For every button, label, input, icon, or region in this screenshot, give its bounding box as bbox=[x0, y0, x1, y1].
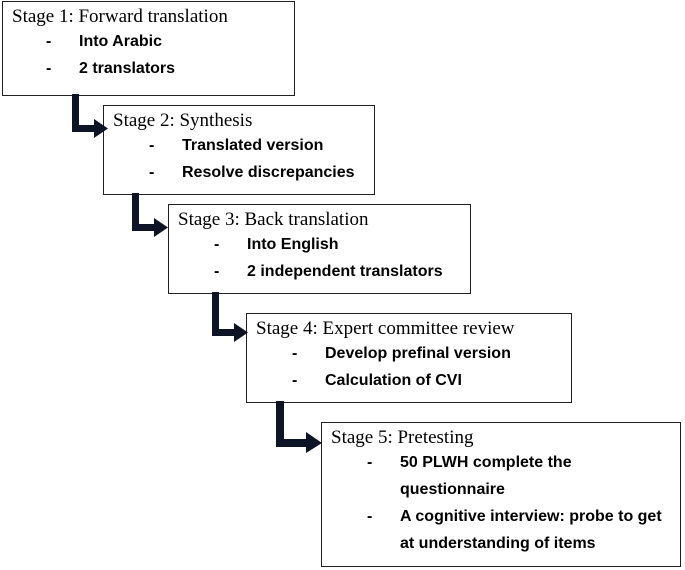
bullet-dash-icon: - bbox=[149, 164, 155, 181]
bullet-text: Into Arabic bbox=[79, 33, 162, 50]
stage-2-bullet-list: - Translated version - Resolve discrepan… bbox=[104, 132, 374, 186]
bullet-dash-icon: - bbox=[46, 33, 52, 50]
bullet-text: 2 independent translators bbox=[247, 263, 443, 280]
stage-2-title: Stage 2: Synthesis bbox=[113, 110, 253, 131]
stage-1-bullet-item: - 2 translators bbox=[3, 55, 294, 82]
stage-5-bullet-list: - 50 PLWH complete the questionnaire - A… bbox=[322, 449, 680, 557]
bullet-text: Translated version bbox=[182, 137, 324, 154]
bullet-dash-icon: - bbox=[292, 372, 298, 389]
bullet-text: 2 translators bbox=[79, 60, 176, 77]
bullet-text: Calculation of CVI bbox=[325, 372, 462, 389]
stage-box-1[interactable]: Stage 1: Forward translation - Into Arab… bbox=[2, 1, 295, 96]
stage-2-bullet-item: - Resolve discrepancies bbox=[104, 159, 374, 186]
stage-4-bullet-list: - Develop prefinal version - Calculation… bbox=[247, 340, 571, 394]
bullet-dash-icon: - bbox=[367, 508, 373, 525]
connector-stage-3-to-stage-4 bbox=[208, 292, 250, 342]
stage-2-bullet-item: - Translated version bbox=[104, 132, 374, 159]
stage-4-bullet-item: - Calculation of CVI bbox=[247, 367, 571, 394]
connector-stage-4-to-stage-5 bbox=[272, 401, 324, 453]
bullet-dash-icon: - bbox=[367, 454, 373, 471]
connector-stage-2-to-stage-3 bbox=[128, 193, 170, 237]
bullet-dash-icon: - bbox=[292, 345, 298, 362]
stage-5-bullet-item: - A cognitive interview: probe to get at… bbox=[322, 503, 680, 557]
stage-4-bullet-item: - Develop prefinal version bbox=[247, 340, 571, 367]
stage-box-2[interactable]: Stage 2: Synthesis - Translated version … bbox=[103, 105, 375, 195]
bullet-text: Resolve discrepancies bbox=[182, 164, 355, 181]
stage-3-title: Stage 3: Back translation bbox=[178, 209, 369, 230]
stage-box-5[interactable]: Stage 5: Pretesting - 50 PLWH complete t… bbox=[321, 422, 681, 567]
stage-box-3[interactable]: Stage 3: Back translation - Into English… bbox=[168, 204, 471, 294]
bullet-dash-icon: - bbox=[214, 236, 220, 253]
stage-3-bullet-item: - 2 independent translators bbox=[169, 258, 470, 285]
stage-5-title: Stage 5: Pretesting bbox=[331, 427, 474, 448]
stage-1-title: Stage 1: Forward translation bbox=[12, 6, 228, 27]
stage-3-bullet-list: - Into English - 2 independent translato… bbox=[169, 231, 470, 285]
bullet-dash-icon: - bbox=[214, 263, 220, 280]
stage-1-bullet-item: - Into Arabic bbox=[3, 28, 294, 55]
bullet-dash-icon: - bbox=[46, 60, 52, 77]
bullet-text: 50 PLWH complete the questionnaire bbox=[400, 454, 572, 498]
bullet-text: Develop prefinal version bbox=[325, 345, 511, 362]
stage-3-bullet-item: - Into English bbox=[169, 231, 470, 258]
bullet-dash-icon: - bbox=[149, 137, 155, 154]
connector-stage-1-to-stage-2 bbox=[68, 94, 110, 138]
bullet-text: Into English bbox=[247, 236, 339, 253]
stage-4-title: Stage 4: Expert committee review bbox=[256, 318, 515, 339]
bullet-text: A cognitive interview: probe to get at u… bbox=[400, 508, 662, 552]
stage-5-bullet-item: - 50 PLWH complete the questionnaire bbox=[322, 449, 680, 503]
stage-box-4[interactable]: Stage 4: Expert committee review - Devel… bbox=[246, 313, 572, 403]
stage-1-bullet-list: - Into Arabic - 2 translators bbox=[3, 28, 294, 82]
